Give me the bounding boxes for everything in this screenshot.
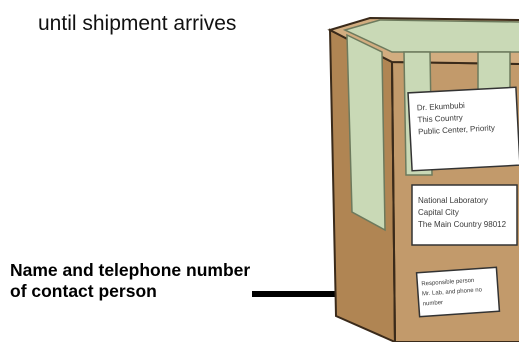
- recipient-line-1: National Laboratory: [418, 196, 488, 205]
- recipient-line-3: The Main Country 98012: [418, 220, 507, 229]
- box-side-tape: [347, 35, 385, 230]
- recipient-line-2: Capital City: [418, 208, 459, 217]
